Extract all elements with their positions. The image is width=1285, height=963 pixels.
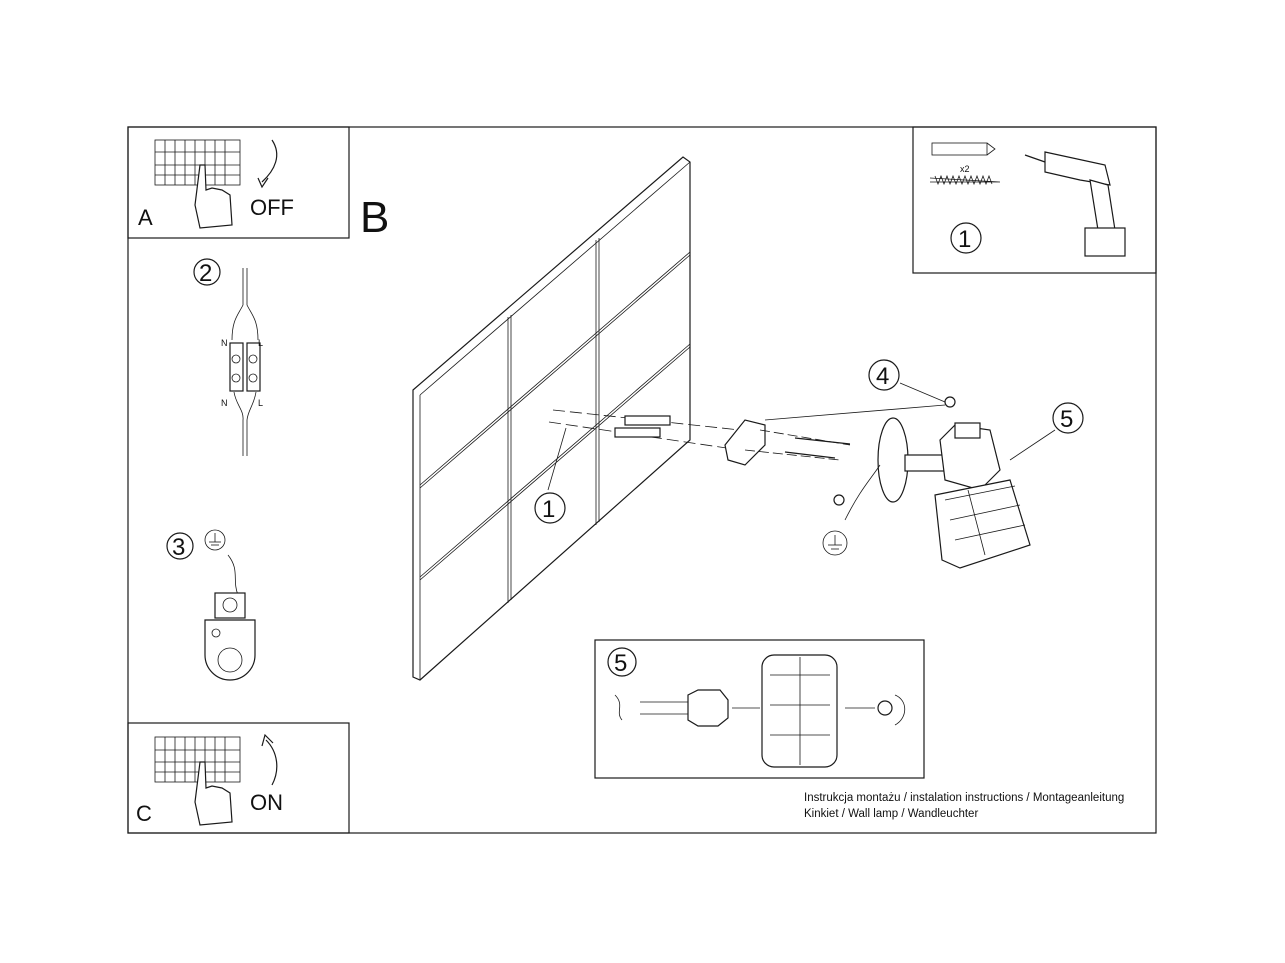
step-1-tools-panel: x2 1 (912, 126, 1157, 274)
arrow-down-icon (257, 139, 278, 189)
wall-tiles (412, 156, 691, 681)
step-2-number: 2 (199, 260, 212, 287)
ground-icon (822, 530, 848, 556)
step-5-shade-assembly-inset: 5 (594, 639, 925, 779)
panel-b-letter: B (360, 193, 389, 242)
breaker-panel-icon (154, 736, 241, 783)
step-5-inset-number: 5 (614, 650, 627, 677)
live-label-top: L (258, 338, 263, 348)
lamp-base: 4 (822, 359, 956, 556)
step-1-number-wall: 1 (542, 496, 555, 523)
step-4-number: 4 (876, 363, 889, 390)
panel-c-power-on: C ON (127, 722, 350, 834)
step-3-number: 3 (172, 534, 185, 561)
panel-c-on-label: ON (250, 790, 283, 815)
outer-frame (127, 126, 1157, 834)
step-2-terminal-wiring: 2 N L N L (193, 258, 263, 456)
neutral-label-bottom: N (221, 398, 228, 408)
mounting-bracket (724, 404, 946, 466)
ground-icon (204, 529, 226, 551)
panel-a-letter: A (138, 205, 153, 230)
panel-a-power-off: A OFF (127, 126, 350, 239)
wall-plug-icon (931, 142, 996, 156)
step-5-number: 5 (1060, 406, 1073, 433)
screw-icon (929, 174, 1001, 186)
step-3-ground-connection: 3 (166, 529, 256, 681)
panel-c-letter: C (136, 801, 152, 826)
arrow-up-icon (261, 733, 278, 786)
quantity-label: x2 (960, 164, 970, 174)
live-label-bottom: L (258, 398, 263, 408)
footer-product-type: Kinkiet / Wall lamp / Wandleuchter (804, 808, 978, 820)
hand-icon (194, 761, 233, 826)
footer-instructions-title: Instrukcja montażu / instalation instruc… (804, 792, 1124, 804)
drill-icon (1024, 151, 1126, 257)
neutral-label-top: N (221, 338, 228, 348)
wall-anchors: 1 (534, 409, 741, 524)
lamp-head: 5 (904, 402, 1084, 569)
breaker-panel-icon (154, 139, 241, 186)
step-1-number-tools: 1 (958, 226, 971, 253)
hand-icon (194, 164, 233, 229)
panel-a-off-label: OFF (250, 195, 294, 220)
